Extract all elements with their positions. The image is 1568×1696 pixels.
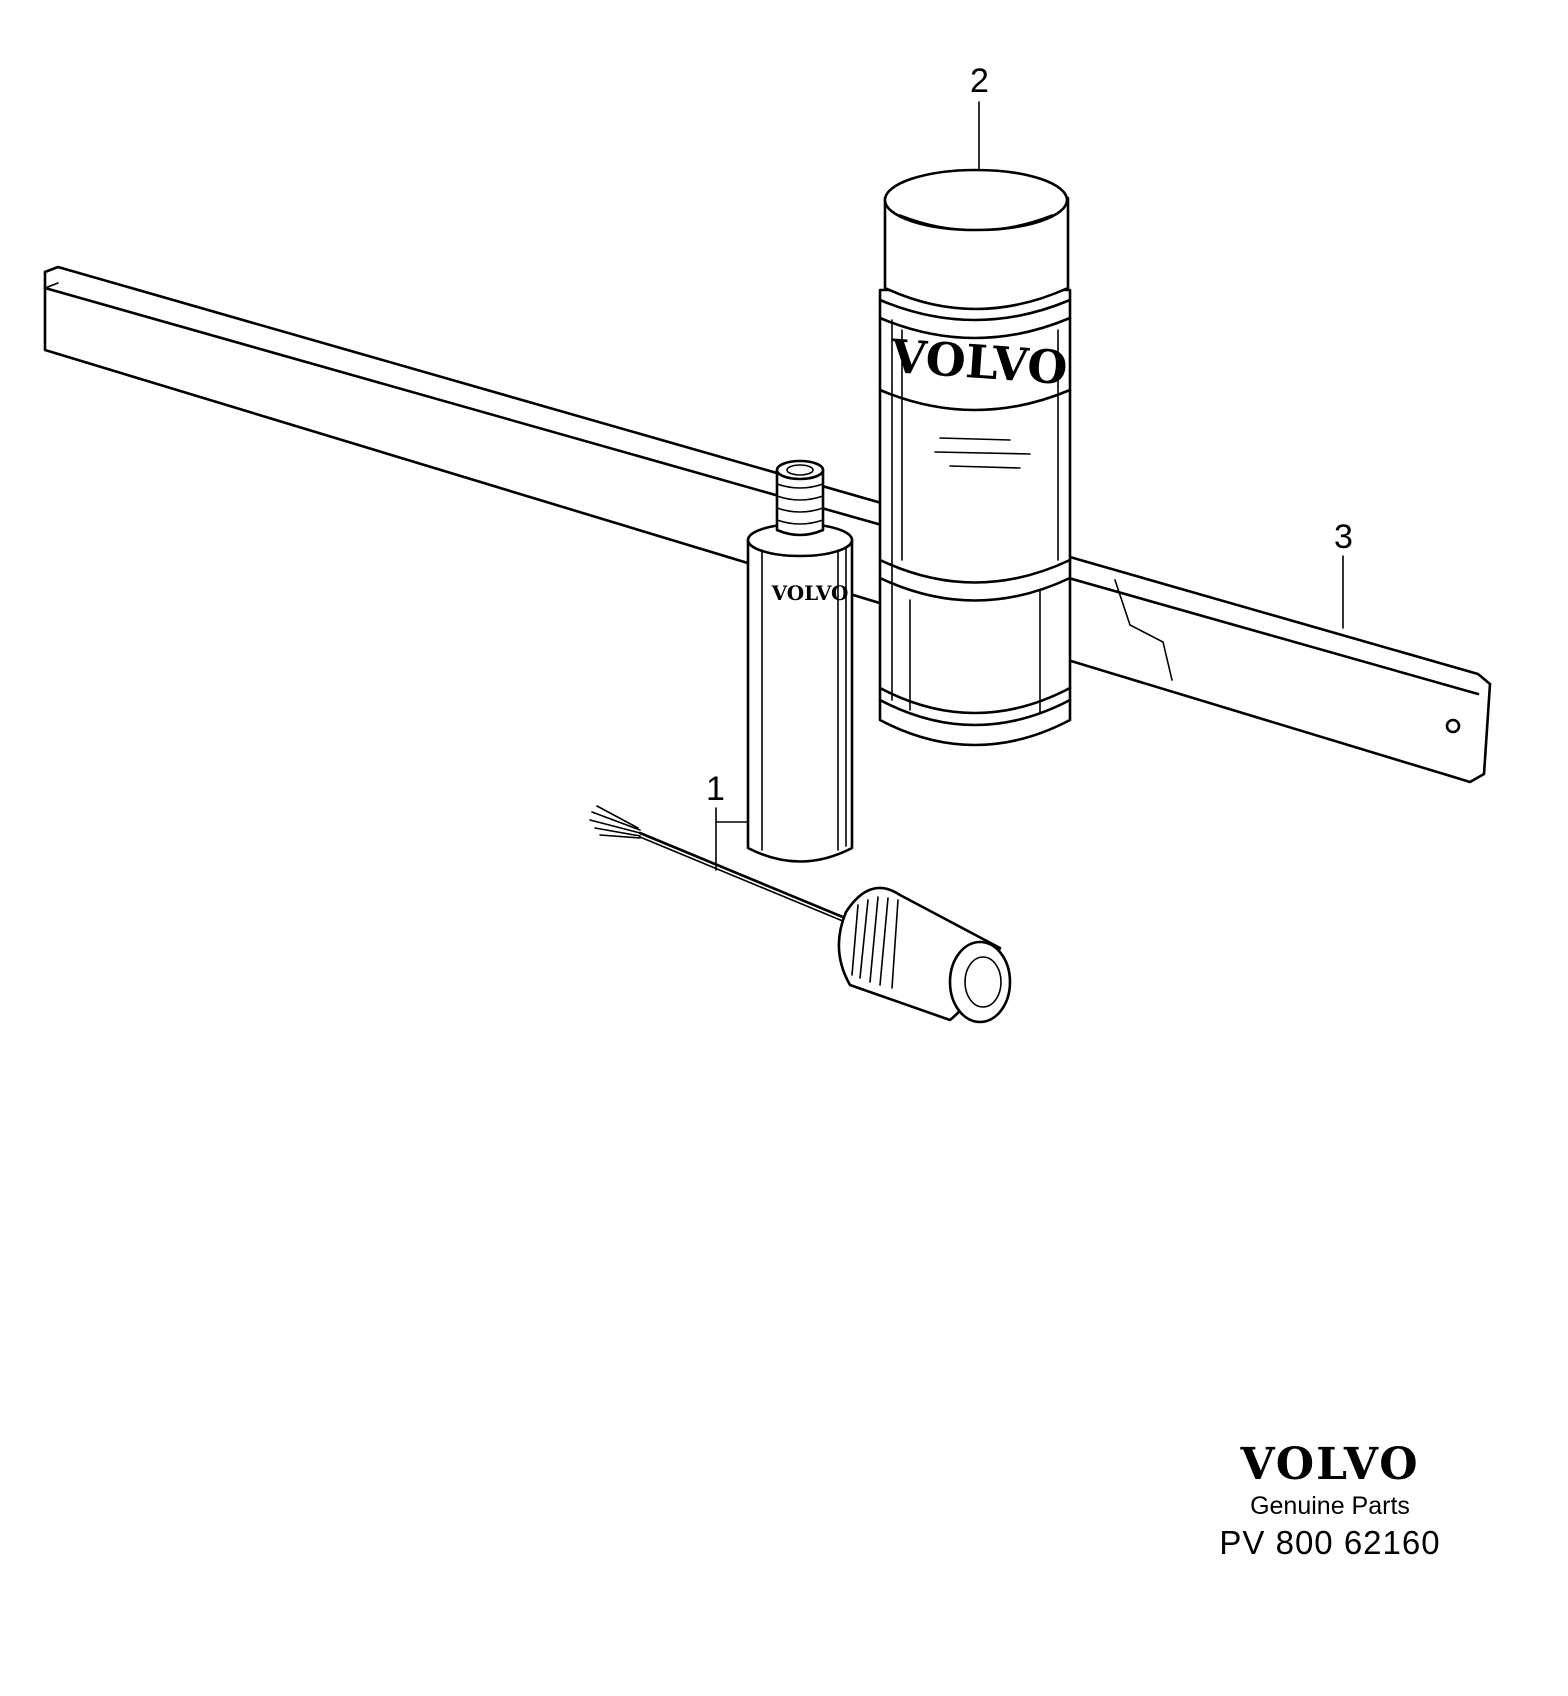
can-volvo-label: VOLVO: [888, 329, 1069, 395]
bottle-volvo-label: VOLVO: [771, 581, 849, 605]
callout-3: 3: [1334, 518, 1353, 629]
brush-cap: [589, 805, 1012, 1024]
genuine-parts-label: Genuine Parts: [1250, 1492, 1410, 1520]
volvo-logo: VOLVO: [1240, 1439, 1420, 1490]
drawing-code: PV 800 62160: [1219, 1524, 1441, 1561]
callout-1: 1: [706, 770, 749, 871]
stirring-strip: [43, 265, 1492, 784]
spray-can: VOLVO: [878, 168, 1072, 747]
touch-up-bottle: VOLVO: [746, 459, 854, 863]
branding-block: VOLVO Genuine Parts PV 800 62160: [1180, 1440, 1480, 1564]
callout-2: 2: [970, 62, 989, 171]
callout-1-label: 1: [706, 770, 725, 808]
callout-3-label: 3: [1334, 518, 1353, 556]
callout-2-label: 2: [970, 62, 989, 100]
